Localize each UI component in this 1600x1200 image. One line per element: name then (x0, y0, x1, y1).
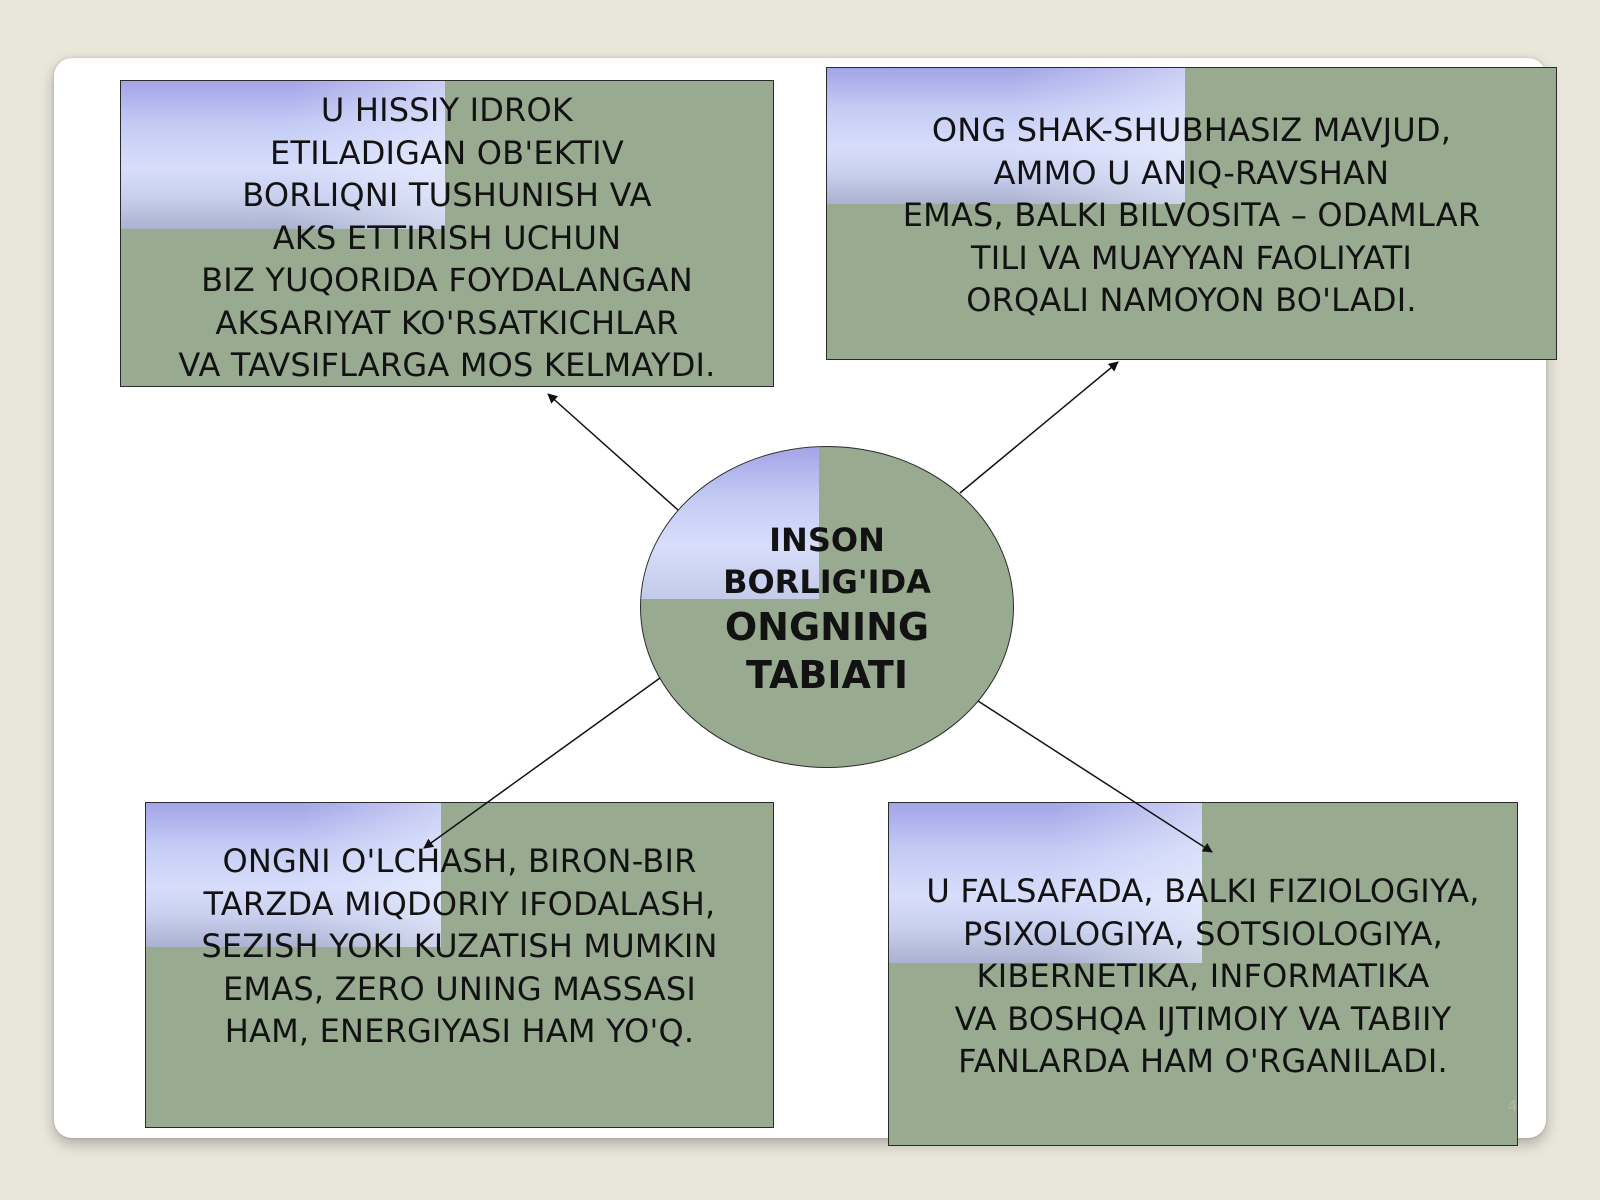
box-top-right-text: ONG SHAK-SHUBHASIZ MAVJUD, AMMO U ANIQ-R… (902, 111, 1481, 319)
box-bottom-left: ONGNI O'LCHASH, BIRON-BIR TARZDA MIQDORI… (145, 802, 774, 1128)
box-top-right: ONG SHAK-SHUBHASIZ MAVJUD, AMMO U ANIQ-R… (826, 67, 1557, 360)
box-top-left-text: U HISSIY IDROK ETILADIGAN OB'EKTIV BORLI… (178, 91, 716, 384)
page-number: 4 (1508, 1098, 1517, 1115)
box-highlight (146, 803, 441, 947)
center-title: INSON BORLIG'IDA ONGNING TABIATI (641, 519, 1013, 699)
center-title-line1: INSON BORLIG'IDA (723, 521, 931, 601)
box-bottom-left-text: ONGNI O'LCHASH, BIRON-BIR TARZDA MIQDORI… (201, 842, 718, 1050)
box-bottom-right: U FALSAFADA, BALKI FIZIOLOGIYA, PSIXOLOG… (888, 802, 1518, 1146)
center-title-line2: ONGNING TABIATI (724, 605, 930, 697)
box-highlight (121, 81, 445, 229)
box-top-left: U HISSIY IDROK ETILADIGAN OB'EKTIV BORLI… (120, 80, 774, 387)
box-highlight (827, 68, 1185, 204)
center-ellipse: INSON BORLIG'IDA ONGNING TABIATI (640, 446, 1014, 768)
box-bottom-right-text: U FALSAFADA, BALKI FIZIOLOGIYA, PSIXOLOG… (926, 872, 1480, 1080)
